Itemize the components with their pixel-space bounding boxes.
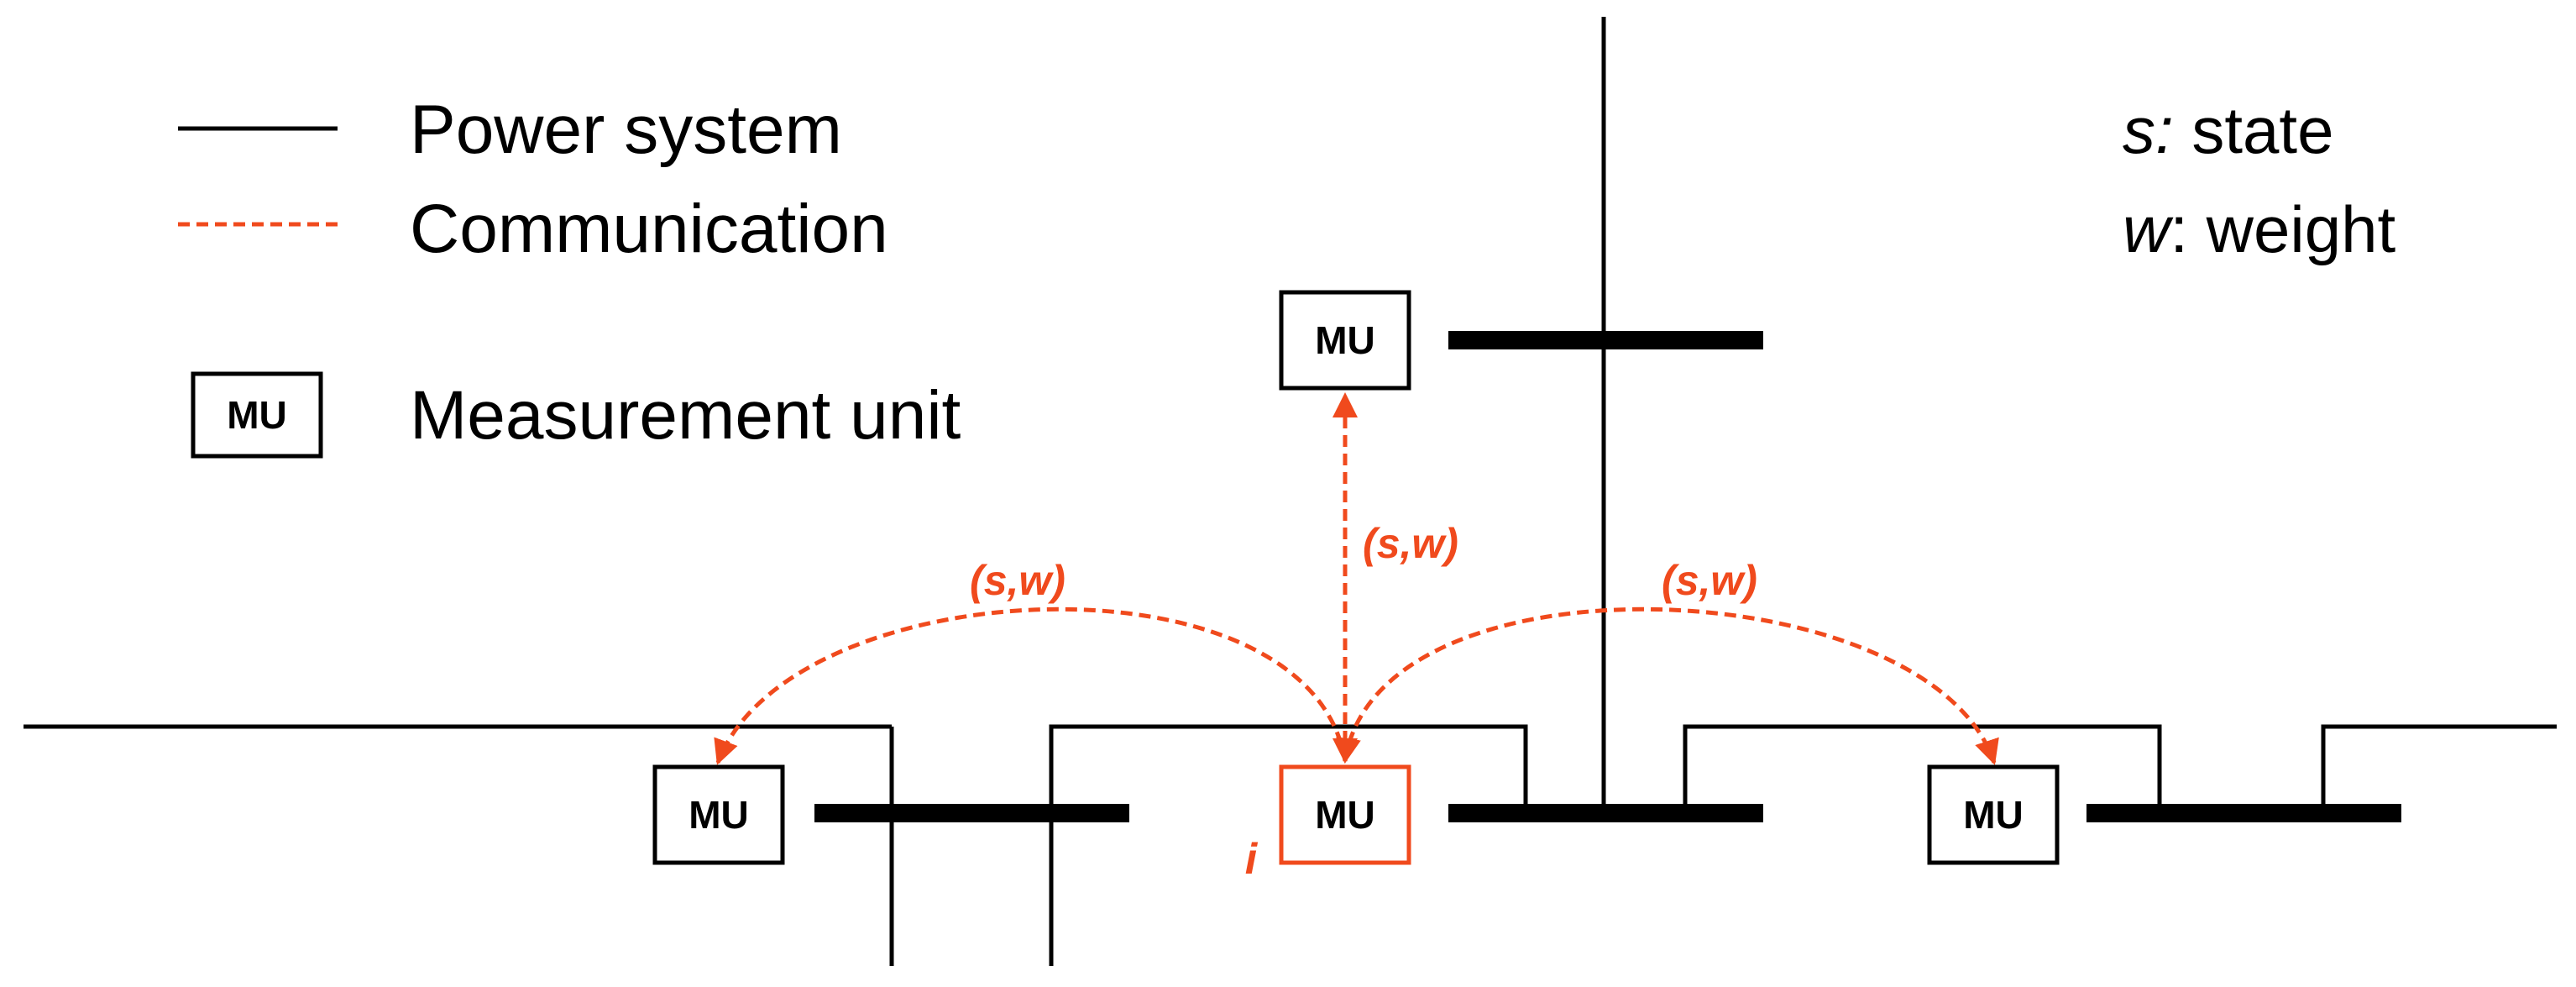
legend-mu-box-label: MU [227, 393, 287, 437]
unit-top-label: MU [1315, 318, 1375, 362]
notation-state: s: state [2123, 93, 2333, 167]
unit-center-label: MU [1315, 793, 1375, 837]
branch-right [1683, 724, 2162, 813]
legend: Power system Communication MU Measuremen… [178, 92, 961, 459]
legend-measurement-unit-label: Measurement unit [410, 377, 961, 454]
message-right: (s,w) [1662, 557, 1757, 604]
unit-right-box [1927, 764, 2060, 865]
link-to-right-unit [1336, 606, 1999, 765]
unit-right: MU [1927, 764, 2060, 865]
branch-far-right [2321, 724, 2557, 813]
power-network [24, 17, 2557, 966]
unit-left: MU [652, 764, 785, 865]
legend-communication-label: Communication [410, 191, 888, 267]
unit-center-box [1279, 764, 1411, 865]
notation-weight: w: weight [2123, 192, 2395, 266]
unit-top: MU [1279, 290, 1411, 391]
message-up: (s,w) [1363, 520, 1458, 567]
legend-mu-box [191, 371, 323, 459]
unit-center-index: i [1245, 835, 1259, 884]
unit-left-label: MU [689, 793, 749, 837]
message-left: (s,w) [970, 557, 1065, 604]
unit-top-box [1279, 290, 1411, 391]
legend-power-label: Power system [410, 92, 842, 168]
unit-right-label: MU [1963, 793, 2024, 837]
unit-center: MU i [1245, 764, 1411, 884]
branch-left [1049, 724, 1528, 966]
notation: s: state w: weight [2123, 93, 2395, 266]
unit-left-box [652, 764, 785, 865]
communication-links [714, 392, 1999, 765]
link-to-left-unit [714, 606, 1348, 765]
